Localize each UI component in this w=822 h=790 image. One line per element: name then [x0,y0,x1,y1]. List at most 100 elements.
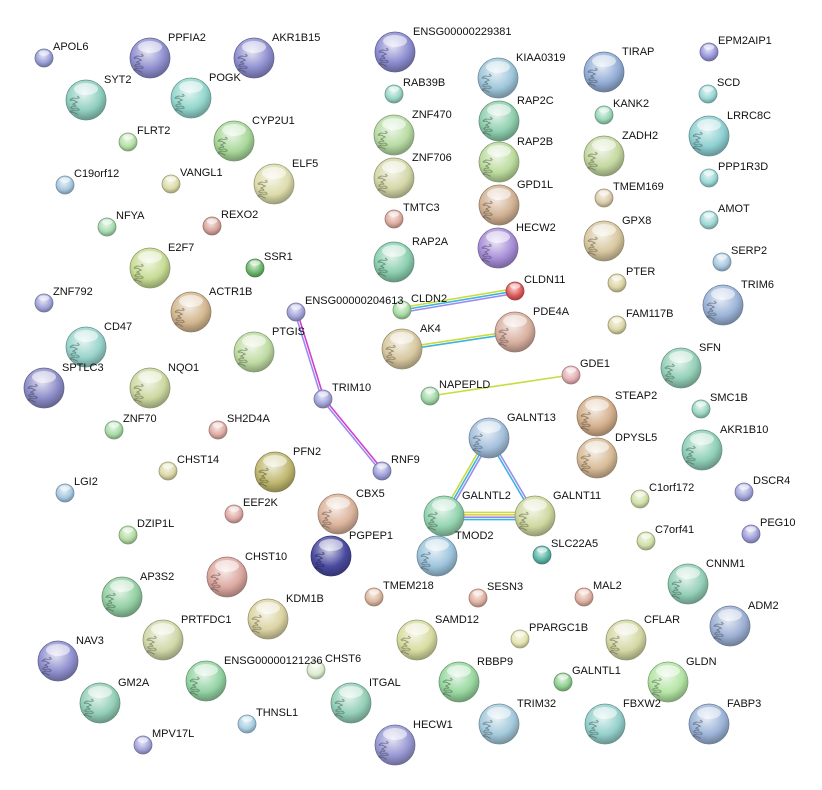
node-TRIM32[interactable] [478,703,520,745]
node-C7orf41[interactable] [636,531,656,551]
node-ZADH2[interactable] [583,135,625,177]
node-AKR1B10[interactable] [681,429,723,471]
node-PEG10[interactable] [741,524,761,544]
node-CHST14[interactable] [158,461,178,481]
node-CD47[interactable] [65,326,107,368]
node-FAM117B[interactable] [607,315,627,335]
node-GPX8[interactable] [583,220,625,262]
node-SMC1B[interactable] [691,399,711,419]
node-RAP2B[interactable] [478,141,520,183]
node-GPD1L[interactable] [478,184,520,226]
node-NFYA[interactable] [97,217,117,237]
node-ENSG00000229381[interactable] [374,31,416,73]
node-HECW1[interactable] [374,724,416,766]
node-NAPEPLD[interactable] [420,386,440,406]
node-ADM2[interactable] [709,605,751,647]
node-GLDN[interactable] [647,661,689,703]
node-C1orf172[interactable] [630,489,650,509]
node-DSCR4[interactable] [734,482,754,502]
node-GALNT13[interactable] [468,417,510,459]
node-GM2A[interactable] [79,682,121,724]
node-AKR1B15[interactable] [233,37,275,79]
node-LGI2[interactable] [55,483,75,503]
node-POGK[interactable] [170,77,212,119]
node-TMTC3[interactable] [384,209,404,229]
node-CNNM1[interactable] [667,563,709,605]
node-CLDN11[interactable] [505,281,525,301]
node-NAV3[interactable] [37,640,79,682]
node-PRTFDC1[interactable] [142,619,184,661]
node-GALNTL2[interactable] [423,495,465,537]
node-TRIM6[interactable] [702,284,744,326]
node-KIAA0319[interactable] [477,57,519,99]
node-PTGIS[interactable] [233,331,275,373]
node-TIRAP[interactable] [583,51,625,93]
node-ENSG00000204613[interactable] [286,302,306,322]
node-ENSG00000121236[interactable] [185,660,227,702]
node-RNF9[interactable] [372,461,392,481]
node-LRRC8C[interactable] [688,115,730,157]
node-SH2D4A[interactable] [208,420,228,440]
node-SCD[interactable] [698,84,718,104]
node-MPV17L[interactable] [133,735,153,755]
node-AP3S2[interactable] [101,576,143,618]
node-SAMD12[interactable] [396,619,438,661]
node-AMOT[interactable] [699,210,719,230]
node-SLC22A5[interactable] [532,545,552,565]
node-REXO2[interactable] [202,216,222,236]
node-CFLAR[interactable] [605,619,647,661]
node-CLDN2[interactable] [392,300,412,320]
node-FABP3[interactable] [688,703,730,745]
node-TMEM169[interactable] [594,188,614,208]
edge-ENSG00000204613-TRIM10[interactable] [294,311,325,400]
node-EEF2K[interactable] [224,504,244,524]
node-ZNF470[interactable] [373,114,415,156]
node-VANGL1[interactable] [161,174,181,194]
node-ZNF70[interactable] [104,420,124,440]
node-CYP2U1[interactable] [213,120,255,162]
node-RBBP9[interactable] [438,661,480,703]
node-ACTR1B[interactable] [170,291,212,333]
node-SPTLC3[interactable] [23,367,65,409]
node-APOL6[interactable] [34,48,54,68]
edge-TRIM10-RNF9[interactable] [321,397,384,473]
node-HECW2[interactable] [477,227,519,269]
node-CHST6[interactable] [306,660,326,680]
node-KANK2[interactable] [594,105,614,125]
node-MAL2[interactable] [574,587,594,607]
node-PTER[interactable] [607,273,627,293]
node-GALNT11[interactable] [514,495,556,537]
node-PDE4A[interactable] [494,311,536,353]
node-DZIP1L[interactable] [118,525,138,545]
node-STEAP2[interactable] [576,395,618,437]
node-SERP2[interactable] [712,252,732,272]
node-KDM1B[interactable] [247,598,289,640]
node-SYT2[interactable] [65,79,107,121]
node-GDE1[interactable] [561,365,581,385]
node-SFN[interactable] [660,347,702,389]
node-RAP2C[interactable] [478,100,520,142]
node-PPFIA2[interactable] [129,37,171,79]
node-PPP1R3D[interactable] [699,168,719,188]
node-CBX5[interactable] [317,493,359,535]
node-FBXW2[interactable] [584,703,626,745]
node-SESN3[interactable] [468,588,488,608]
edge-CLDN2-CLDN11[interactable] [401,287,516,314]
node-GALNTL1[interactable] [553,672,573,692]
node-ITGAL[interactable] [330,682,372,724]
node-FLRT2[interactable] [118,132,138,152]
node-ZNF792[interactable] [34,293,54,313]
node-RAP2A[interactable] [373,241,415,283]
node-PFN2[interactable] [254,451,296,493]
node-SSR1[interactable] [245,258,265,278]
node-EPM2AIP1[interactable] [699,42,719,62]
node-TMOD2[interactable] [416,535,458,577]
node-E2F7[interactable] [129,247,171,289]
node-TMEM218[interactable] [364,587,384,607]
edge-NAPEPLD-GDE1[interactable] [429,374,572,397]
node-AK4[interactable] [381,328,423,370]
node-PPARGC1B[interactable] [510,629,530,649]
node-THNSL1[interactable] [237,714,257,734]
node-C19orf12[interactable] [55,175,75,195]
node-TRIM10[interactable] [313,389,333,409]
